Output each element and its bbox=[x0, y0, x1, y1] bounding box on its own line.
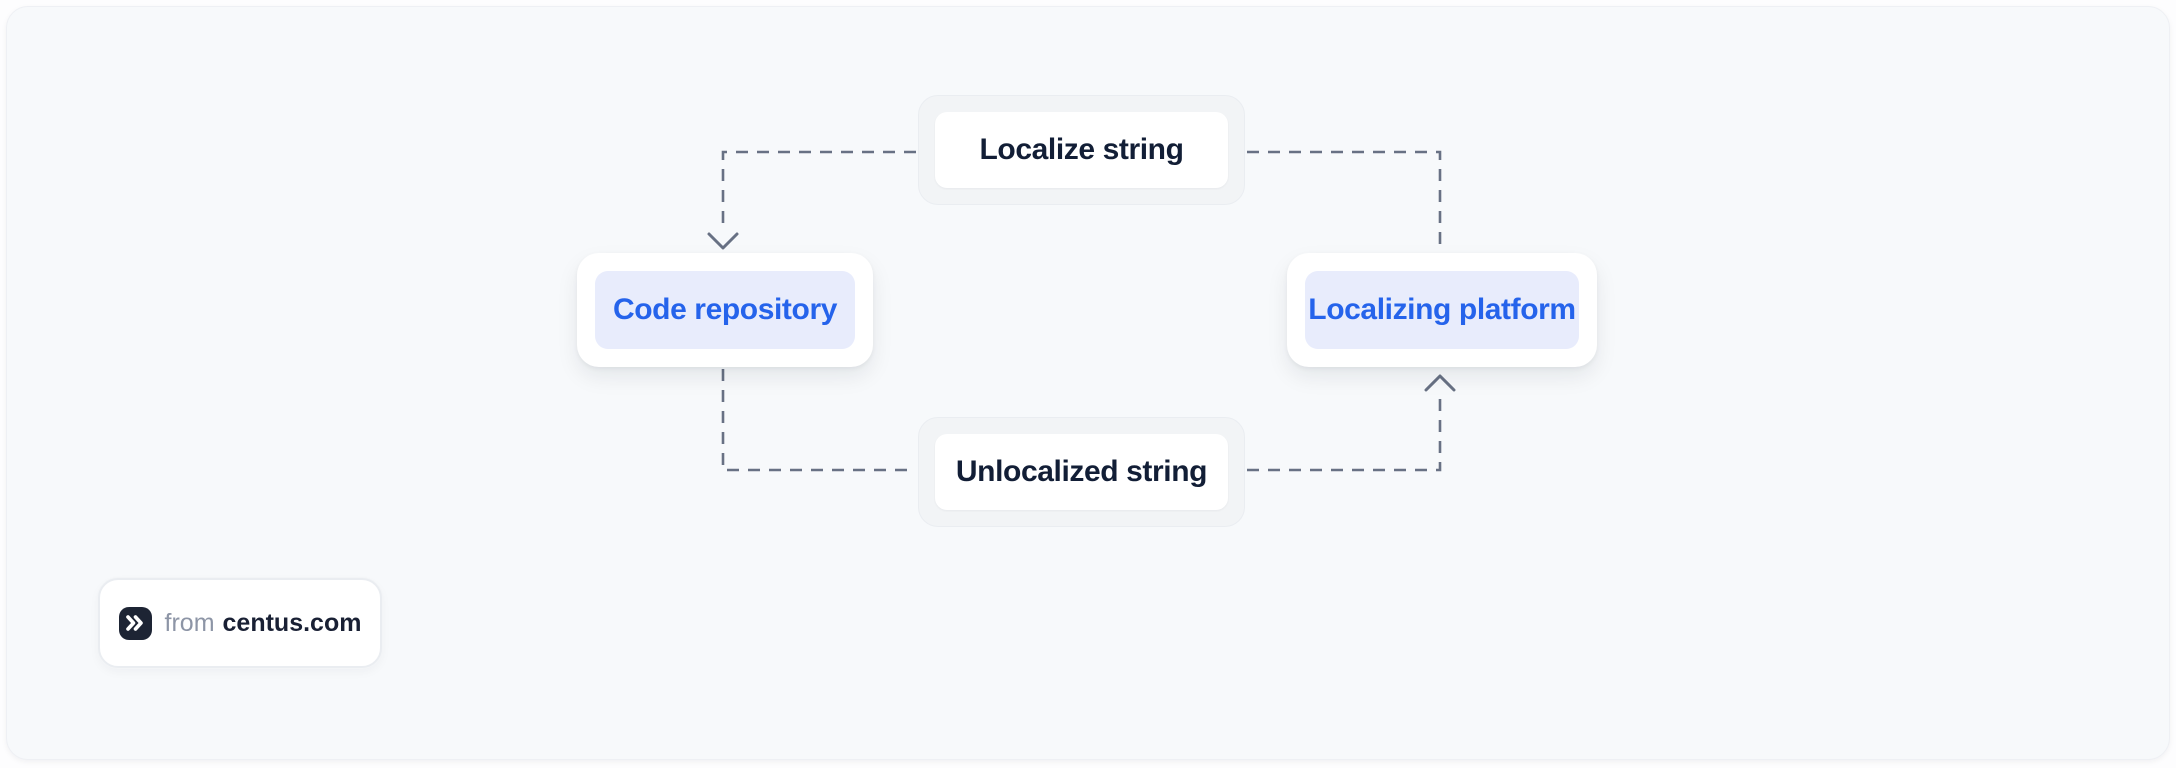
node-code-repository-label: Code repository bbox=[612, 293, 838, 326]
node-unlocalized-string-card: Unlocalized string bbox=[935, 434, 1228, 510]
node-unlocalized-string-label: Unlocalized string bbox=[955, 455, 1208, 488]
node-code-repository: Code repository bbox=[577, 253, 873, 367]
node-localizing-platform-label: Localizing platform bbox=[1308, 293, 1576, 326]
node-localize-string-label: Localize string bbox=[979, 133, 1184, 166]
node-localize-string: Localize string bbox=[918, 95, 1245, 205]
attribution-text: from centus.com bbox=[165, 609, 362, 638]
node-localizing-platform: Localizing platform bbox=[1287, 253, 1597, 367]
badge-brand: centus.com bbox=[222, 608, 362, 637]
node-code-repository-card: Code repository bbox=[595, 271, 855, 349]
badge-prefix: from bbox=[164, 608, 215, 637]
double-chevron-icon bbox=[126, 615, 143, 631]
node-unlocalized-string: Unlocalized string bbox=[918, 417, 1245, 527]
centus-logo bbox=[118, 606, 152, 640]
attribution-badge[interactable]: from centus.com bbox=[98, 578, 382, 668]
node-localizing-platform-card: Localizing platform bbox=[1305, 271, 1579, 349]
node-localize-string-card: Localize string bbox=[935, 112, 1228, 188]
